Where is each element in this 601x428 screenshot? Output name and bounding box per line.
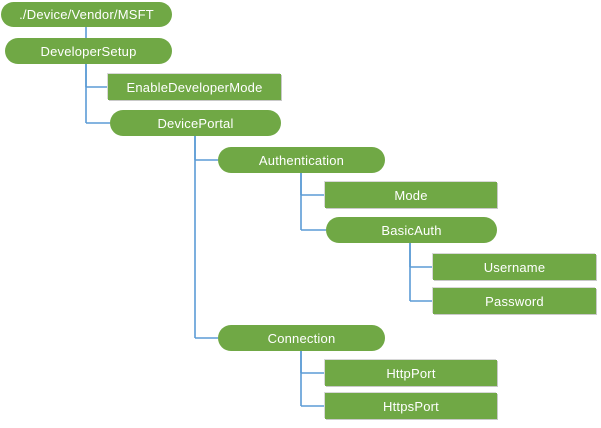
- tree-node-label: HttpPort: [386, 365, 436, 381]
- tree-node-developersetup[interactable]: DeveloperSetup: [5, 38, 172, 64]
- tree-node-root[interactable]: ./Device/Vendor/MSFT: [1, 2, 172, 27]
- tree-node-basicauth[interactable]: BasicAuth: [326, 217, 497, 243]
- tree-node-connection[interactable]: Connection: [218, 325, 385, 351]
- tree-node-authentication[interactable]: Authentication: [218, 147, 385, 173]
- tree-node-label: DeveloperSetup: [40, 43, 137, 59]
- tree-node-deviceportal[interactable]: DevicePortal: [110, 110, 281, 136]
- tree-node-mode[interactable]: Mode: [325, 182, 497, 208]
- tree-node-label: Mode: [394, 187, 428, 203]
- tree-node-label: ./Device/Vendor/MSFT: [19, 7, 154, 22]
- tree-node-label: EnableDeveloperMode: [126, 79, 263, 95]
- tree-node-label: Password: [485, 293, 544, 309]
- tree-node-label: Username: [483, 259, 546, 275]
- tree-node-label: DevicePortal: [157, 115, 234, 131]
- tree-node-httpport[interactable]: HttpPort: [325, 360, 497, 386]
- tree-node-password[interactable]: Password: [433, 288, 596, 314]
- tree-node-label: Connection: [267, 330, 336, 346]
- tree-node-label: Authentication: [258, 152, 345, 168]
- tree-node-label: HttpsPort: [383, 398, 439, 414]
- tree-node-httpsport[interactable]: HttpsPort: [325, 393, 497, 419]
- tree-node-enabledevelopermode[interactable]: EnableDeveloperMode: [108, 74, 281, 100]
- tree-node-username[interactable]: Username: [433, 254, 596, 280]
- tree-node-label: BasicAuth: [381, 222, 442, 238]
